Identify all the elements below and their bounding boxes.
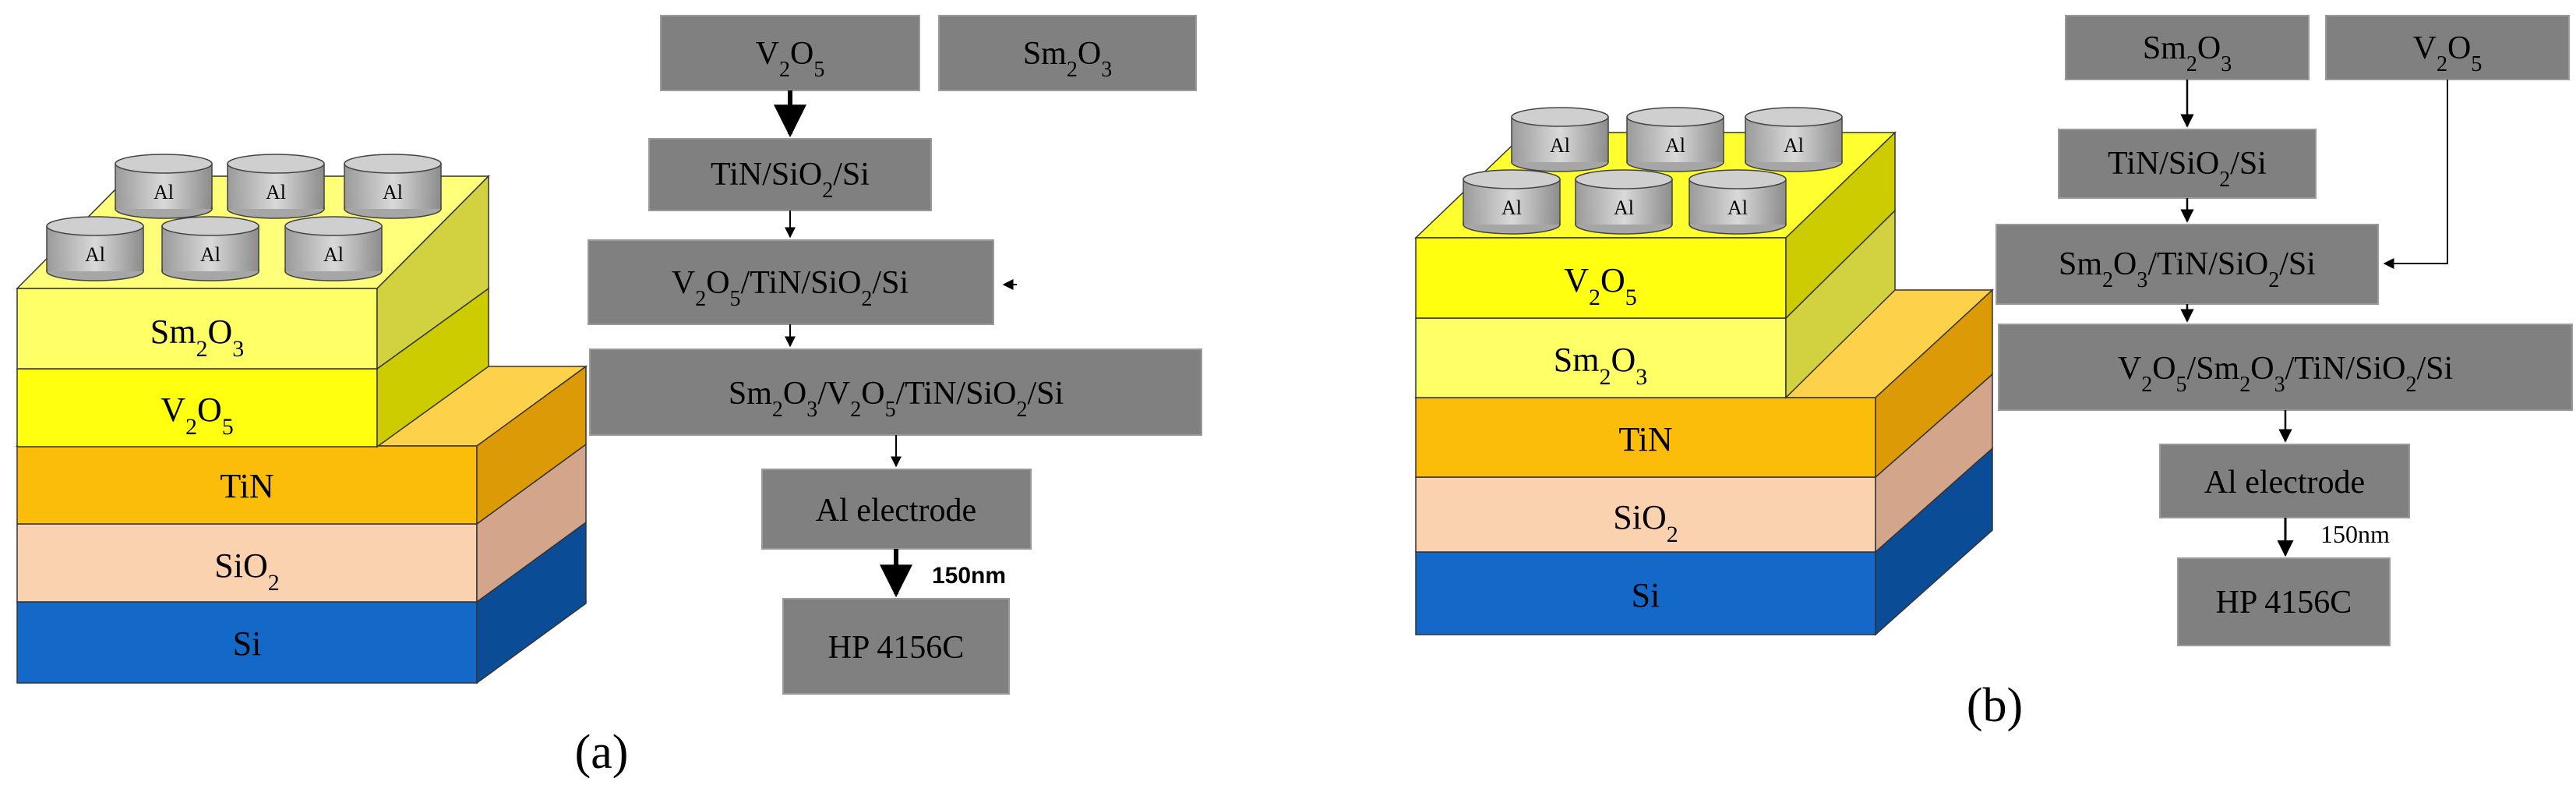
flow-box-sm2o3-a: Sm2O3 xyxy=(938,15,1197,91)
svg-text:Al: Al xyxy=(266,181,286,203)
flow-a: V2O5 Sm2O3 TiN/SiO2/Si V2O5/TiN/SiO2/Si … xyxy=(588,15,1202,695)
layer-label: Si xyxy=(1632,576,1660,614)
flow-step1-b: TiN/SiO2/Si xyxy=(2058,129,2317,199)
al-electrode: Al xyxy=(1511,107,1609,172)
layer-si-a: Si xyxy=(16,521,587,685)
al-electrode: Al xyxy=(284,216,383,281)
al-electrode: Al xyxy=(46,216,144,281)
svg-text:Al: Al xyxy=(85,243,105,266)
box-label: TiN/SiO2/Si xyxy=(711,157,870,203)
svg-text:Al: Al xyxy=(1784,134,1804,157)
layer-label: V2O5 xyxy=(1564,261,1637,310)
al-electrode: Al xyxy=(1745,107,1843,172)
stack-a: Si SiO2 TiN V2O5 Sm2O3 xyxy=(15,154,588,685)
stack-b: Si SiO2 TiN Sm2O3 V2O5 xyxy=(1414,107,1994,636)
thickness-label: 150nm xyxy=(2320,520,2390,548)
flow-step2-b: Sm2O3/TiN/SiO2/Si xyxy=(1996,224,2379,305)
layer-si-b: Si xyxy=(1415,447,1993,636)
box-label: Al electrode xyxy=(816,493,976,529)
layer-label: SiO2 xyxy=(214,547,279,596)
box-label: TiN/SiO2/Si xyxy=(2108,146,2267,192)
layer-label: Si xyxy=(233,624,262,663)
svg-text:Al: Al xyxy=(1727,196,1748,219)
box-label: V2O5 xyxy=(756,36,825,82)
al-electrode: Al xyxy=(1689,169,1787,235)
layer-sio2-a: SiO2 xyxy=(16,443,587,603)
flow-step1-a: TiN/SiO2/Si xyxy=(648,138,932,211)
box-label: Sm2O3/V2O5/TiN/SiO2/Si xyxy=(729,376,1064,422)
layer-sm2o3-b: Sm2O3 xyxy=(1415,209,1896,399)
flow-box-v2o5-b: V2O5 xyxy=(2325,15,2570,80)
thickness-label: 150nm xyxy=(932,563,1006,589)
flow-step4-a: Al electrode xyxy=(761,469,1032,550)
flow-step5-b: HP 4156C xyxy=(2177,557,2391,646)
box-label: V2O5/Sm2O3/TiN/SiO2/Si xyxy=(2118,351,2453,397)
flow-b: Sm2O3 V2O5 TiN/SiO2/Si Sm2O3/TiN/SiO2/Si… xyxy=(1996,15,2573,646)
flow-step5-a: HP 4156C xyxy=(782,598,1010,695)
al-electrode: Al xyxy=(344,154,442,219)
svg-text:Al: Al xyxy=(1501,196,1522,219)
svg-text:Al: Al xyxy=(1665,134,1685,157)
svg-text:Al: Al xyxy=(1550,134,1570,157)
box-label: V2O5 xyxy=(2413,30,2482,76)
svg-text:Al: Al xyxy=(383,181,403,203)
flow-box-v2o5-a: V2O5 xyxy=(660,15,920,91)
box-label: Sm2O3 xyxy=(2143,30,2232,76)
al-electrode: Al xyxy=(1463,169,1561,235)
flow-arrow xyxy=(2383,80,2448,269)
caption-b: (b) xyxy=(1967,679,2023,732)
box-label: HP 4156C xyxy=(828,630,965,666)
layer-label: TiN xyxy=(1618,420,1672,458)
svg-text:Al: Al xyxy=(154,181,174,203)
flow-step2-a: V2O5/TiN/SiO2/Si xyxy=(588,239,994,325)
flow-step3-a: Sm2O3/V2O5/TiN/SiO2/Si xyxy=(589,348,1202,436)
layer-sio2-b: SiO2 xyxy=(1415,373,1993,554)
al-electrode: Al xyxy=(227,154,325,219)
al-electrode: Al xyxy=(1575,169,1673,235)
layer-label: Sm2O3 xyxy=(1554,341,1647,390)
flow-step4-b: Al electrode xyxy=(2159,444,2410,518)
al-electrode: Al xyxy=(1626,107,1724,172)
flow-step3-b: V2O5/Sm2O3/TiN/SiO2/Si xyxy=(1998,324,2573,411)
caption-a: (a) xyxy=(575,726,629,779)
box-label: V2O5/TiN/SiO2/Si xyxy=(672,265,909,311)
box-label: Sm2O3/TiN/SiO2/Si xyxy=(2059,246,2316,292)
electrodes-a: Al Al Al Al xyxy=(46,154,442,281)
svg-text:Al: Al xyxy=(200,243,221,266)
layer-label: SiO2 xyxy=(1613,498,1678,547)
flow-box-sm2o3-b: Sm2O3 xyxy=(2065,15,2310,80)
svg-text:Al: Al xyxy=(323,243,344,266)
box-label: Al electrode xyxy=(2204,465,2365,501)
layer-label: Sm2O3 xyxy=(150,313,244,362)
layer-label: V2O5 xyxy=(161,391,234,440)
box-label: HP 4156C xyxy=(2216,585,2352,621)
al-electrode: Al xyxy=(115,154,213,219)
layer-label: TiN xyxy=(220,467,273,505)
electrodes-b: Al Al Al Al xyxy=(1463,107,1843,235)
svg-text:Al: Al xyxy=(1614,196,1634,219)
box-label: Sm2O3 xyxy=(1023,36,1112,82)
al-electrode: Al xyxy=(161,216,259,281)
